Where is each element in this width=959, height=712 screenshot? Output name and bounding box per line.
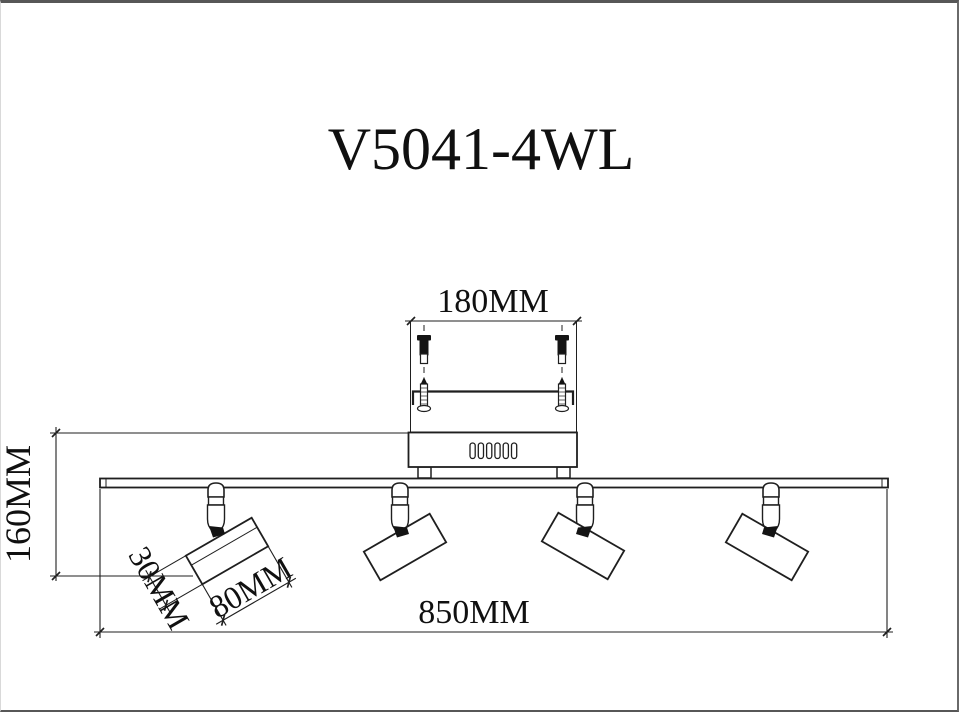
dim-tick <box>51 428 61 438</box>
spot-head-seam <box>191 526 258 566</box>
mount-detail: 180MM <box>405 283 582 433</box>
dim-mount-width: 180MM <box>405 283 582 326</box>
mount-plate-outline <box>410 320 577 433</box>
dim-total-width: 850MM <box>94 489 893 638</box>
dim-mount-width-label: 180MM <box>437 283 548 320</box>
track-bar <box>99 477 889 489</box>
swivel-joint-1 <box>209 526 225 538</box>
spot-stem-3 <box>575 482 595 532</box>
dim-head-width-label: 30MM <box>122 540 198 635</box>
dim-tick <box>406 316 416 326</box>
swivel-joint-2 <box>393 526 409 538</box>
spot-stem-1 <box>206 482 226 532</box>
spot-stem-2 <box>390 482 410 532</box>
dim-tick <box>163 599 169 611</box>
canopy-body <box>407 431 578 468</box>
spot-stem-4 <box>761 482 781 532</box>
mount-screw-left <box>416 377 432 413</box>
dim-tick <box>286 576 292 588</box>
mount-screw-right <box>554 377 570 413</box>
canopy-vent-slots <box>469 442 518 460</box>
dim-tick <box>882 627 892 637</box>
canopy-foot-right <box>556 466 571 479</box>
dim-tick <box>95 627 105 637</box>
extension-line <box>267 546 293 588</box>
canopy <box>407 431 578 479</box>
spot-head-3 <box>540 511 626 581</box>
swivel-joint-3 <box>576 526 592 538</box>
canopy-foot-left <box>417 466 432 479</box>
dim-tick <box>220 614 226 626</box>
product-title: V5041-4WL <box>328 116 635 182</box>
dim-total-width-label: 850MM <box>418 594 529 631</box>
mount-bracket <box>411 390 575 405</box>
wall-anchor-left <box>417 335 431 365</box>
wall-anchor-right <box>555 335 569 365</box>
extension-line <box>202 584 227 626</box>
dim-tick <box>147 571 152 583</box>
dimension-diagram: V5041-4WL <box>1 116 893 638</box>
dim-height: 160MM <box>1 427 408 581</box>
dim-tick <box>51 571 61 581</box>
dim-height-label: 160MM <box>1 445 38 563</box>
swivel-joint-4 <box>762 526 778 538</box>
dim-tick <box>572 316 582 326</box>
